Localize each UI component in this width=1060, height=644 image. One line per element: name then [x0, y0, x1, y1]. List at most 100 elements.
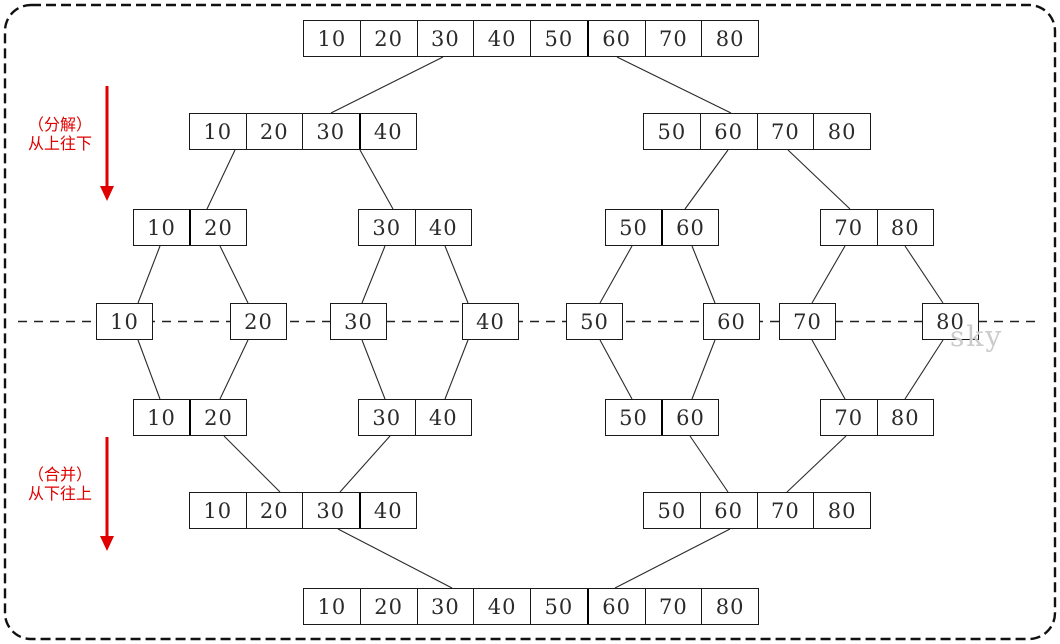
array-cell: 20 [359, 21, 417, 56]
connector-line [786, 435, 847, 493]
array-node-level-4-singles-0: 10 [96, 303, 153, 340]
array-cell: 30 [372, 215, 402, 240]
tree-connectors [137, 56, 944, 589]
array-cell: 80 [813, 114, 870, 149]
array-cell: 40 [414, 210, 472, 245]
divide-annotation-line2: 从上往下 [27, 134, 92, 153]
array-cell: 60 [586, 21, 645, 56]
connector-line [904, 339, 944, 400]
array-cell: 30 [372, 405, 402, 430]
array-cell: 50 [530, 21, 587, 56]
connector-line [206, 149, 236, 210]
merge-annotation-line2: 从下往上 [27, 484, 92, 503]
array-cell: 70 [834, 405, 864, 430]
connector-line [330, 56, 444, 114]
array-cell: 10 [110, 309, 139, 334]
array-cell: 20 [245, 114, 303, 149]
array-cell: 70 [644, 589, 702, 624]
connector-line [137, 339, 161, 400]
connector-line [339, 435, 391, 493]
merge-annotation: （合并） 从下往上 [12, 465, 108, 503]
array-cell: 20 [189, 400, 246, 435]
array-node-level-4-singles-2: 30 [330, 303, 387, 340]
array-cell: 60 [699, 493, 757, 528]
connector-line [337, 528, 453, 589]
array-cell: 70 [793, 309, 822, 334]
array-cell: 60 [661, 400, 718, 435]
array-cell: 10 [203, 498, 233, 523]
connector-line [689, 435, 729, 493]
connector-line [219, 339, 249, 400]
connector-line [811, 245, 846, 304]
array-node-level-5-merge-2: 50 60 [605, 399, 719, 436]
array-cell: 80 [876, 400, 934, 435]
array-cell: 40 [473, 21, 530, 56]
array-cell: 70 [644, 21, 702, 56]
array-cell: 60 [699, 114, 757, 149]
array-node-level-4-singles-3: 40 [462, 303, 519, 340]
array-cell: 80 [813, 493, 870, 528]
array-cell: 50 [657, 119, 687, 144]
array-cell: 60 [586, 589, 645, 624]
array-cell: 70 [756, 114, 814, 149]
array-cell: 40 [358, 493, 417, 528]
array-cell: 30 [416, 21, 474, 56]
array-node-level-5-merge-1: 30 40 [358, 399, 472, 436]
connector-line [614, 528, 731, 589]
array-node-level-3-divide-0: 10 20 [133, 209, 247, 246]
array-cell: 10 [147, 405, 176, 430]
connector-line [137, 245, 161, 304]
array-node-level-4-singles-7: 80 [922, 303, 979, 340]
divide-annotation-line1: （分解） [27, 115, 92, 134]
dashed-frame-border [3, 3, 1057, 641]
array-cell: 30 [302, 493, 359, 528]
array-cell: 50 [619, 215, 648, 240]
watermark-text: sky [950, 320, 1004, 353]
connector-line [904, 245, 944, 304]
array-cell: 40 [414, 400, 472, 435]
array-node-level-4-singles-5: 60 [703, 303, 760, 340]
array-cell: 20 [189, 210, 246, 245]
array-cell: 50 [530, 589, 587, 624]
array-cell: 10 [317, 26, 347, 51]
connector-line [787, 149, 851, 210]
array-cell: 20 [359, 589, 417, 624]
array-cell: 10 [317, 594, 347, 619]
connector-line [811, 339, 846, 400]
connector-line [684, 149, 729, 210]
array-cell: 50 [619, 405, 648, 430]
divide-annotation: （分解） 从上往下 [12, 115, 108, 153]
array-cell: 30 [416, 589, 474, 624]
array-cell: 40 [358, 114, 417, 149]
array-cell: 30 [302, 114, 359, 149]
array-cell: 70 [834, 215, 864, 240]
array-node-level-5-merge-3: 70 80 [820, 399, 934, 436]
connector-line [691, 245, 716, 304]
connector-line [359, 149, 394, 210]
array-cell: 70 [756, 493, 814, 528]
connector-line [599, 339, 633, 400]
connector-line [444, 339, 469, 400]
array-node-level-5-merge-0: 10 20 [133, 399, 247, 436]
array-cell: 40 [476, 309, 505, 334]
merge-annotation-line1: （合并） [27, 465, 92, 484]
array-cell: 50 [657, 498, 687, 523]
array-cell: 10 [147, 215, 176, 240]
merge-arrow [100, 437, 114, 551]
array-cell: 60 [717, 309, 746, 334]
connector-line [616, 56, 732, 114]
array-node-level-4-singles-4: 50 [566, 303, 623, 340]
array-node-level-4-singles-6: 70 [779, 303, 836, 340]
array-cell: 80 [701, 589, 758, 624]
array-cell: 40 [473, 589, 530, 624]
array-cell: 80 [876, 210, 934, 245]
